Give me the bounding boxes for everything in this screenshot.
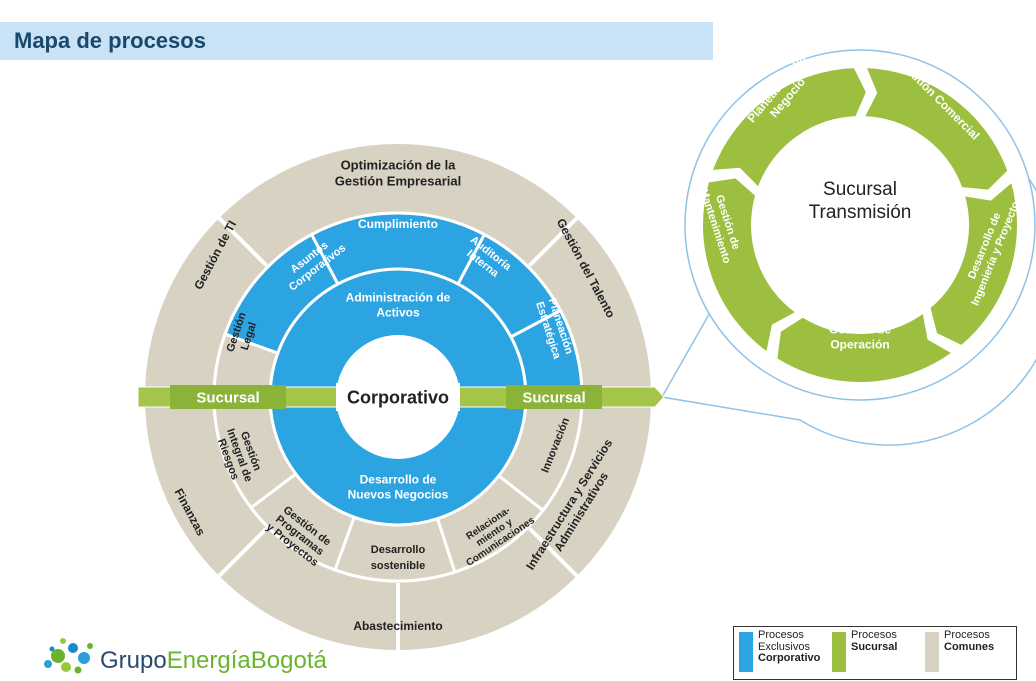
outer-label-bottom: Abastecimiento — [353, 619, 442, 633]
logo-text: GrupoEnergíaBogotá — [100, 647, 327, 675]
title-bar: Mapa de procesos — [0, 22, 713, 60]
middle-label-cumplimiento: Cumplimiento — [358, 217, 438, 231]
page-title: Mapa de procesos — [14, 28, 206, 53]
outer-divider — [216, 527, 268, 579]
outer-divider — [528, 527, 580, 579]
logo-brand-b: EnergíaBogotá — [166, 647, 327, 674]
zoom-segment-ingenieria — [928, 179, 1019, 348]
zoom-segment-operacion — [775, 310, 955, 384]
zoom-segment-planeacion — [710, 66, 869, 190]
middle-beige-segment — [248, 471, 357, 572]
logo-icon — [44, 638, 93, 674]
legend-swatch-corporativo — [739, 632, 753, 672]
sucursal-label-right: Sucursal — [522, 389, 585, 406]
zoom-segment-comercial — [862, 66, 1010, 192]
sucursal-label-left: Sucursal — [196, 389, 259, 406]
middle-beige-segment — [435, 473, 546, 574]
center-label: Corporativo — [347, 387, 449, 407]
middle-beige-segment — [496, 402, 584, 513]
logo-brand-a: Grupo — [100, 647, 167, 674]
middle-beige-segment — [333, 515, 457, 583]
legend-swatch-comunes — [925, 632, 939, 672]
outer-divider — [216, 215, 268, 267]
legend-swatch-sucursal — [832, 632, 846, 672]
sucursal-arrow — [137, 383, 665, 411]
zoom-segment-mantenimiento — [701, 176, 799, 355]
outer-divider — [528, 215, 580, 267]
